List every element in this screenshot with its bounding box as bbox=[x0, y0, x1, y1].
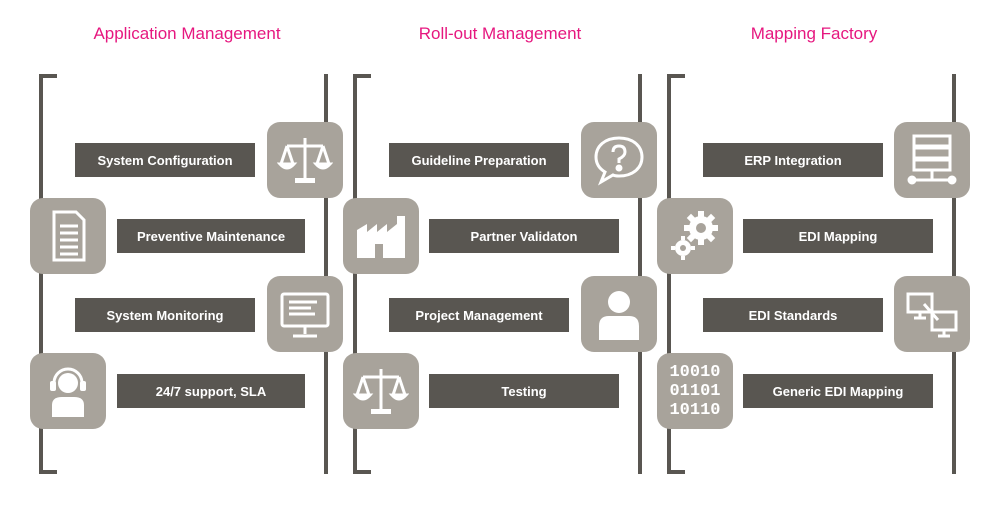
networked-computers-icon bbox=[894, 276, 970, 352]
scales-icon bbox=[267, 122, 343, 198]
item-bar-edi-standards: EDI Standards bbox=[703, 298, 883, 332]
item-bar-system-configuration: System Configuration bbox=[75, 143, 255, 177]
gears-icon bbox=[657, 198, 733, 274]
item-bar-247-support-sla: 24/7 support, SLA bbox=[117, 374, 305, 408]
item-bar-preventive-maintenance: Preventive Maintenance bbox=[117, 219, 305, 253]
scales-icon bbox=[343, 353, 419, 429]
column-title-application-management: Application Management bbox=[93, 24, 281, 43]
binary-line: 01101 bbox=[669, 381, 721, 401]
column-frame bbox=[353, 74, 642, 474]
column-frame bbox=[667, 74, 956, 474]
question-bubble-icon bbox=[581, 122, 657, 198]
person-icon bbox=[581, 276, 657, 352]
item-bar-system-monitoring: System Monitoring bbox=[75, 298, 255, 332]
binary-line: 10110 bbox=[669, 400, 721, 420]
server-icon bbox=[894, 122, 970, 198]
item-bar-partner-validaton: Partner Validaton bbox=[429, 219, 619, 253]
binary-code-icon: 10010 01101 10110 bbox=[657, 353, 733, 429]
item-bar-project-management: Project Management bbox=[389, 298, 569, 332]
item-bar-erp-integration: ERP Integration bbox=[703, 143, 883, 177]
item-bar-generic-edi-mapping: Generic EDI Mapping bbox=[743, 374, 933, 408]
factory-icon bbox=[343, 198, 419, 274]
column-frame bbox=[39, 74, 328, 474]
column-title-mapping-factory: Mapping Factory bbox=[750, 24, 878, 43]
monitor-icon bbox=[267, 276, 343, 352]
item-bar-guideline-preparation: Guideline Preparation bbox=[389, 143, 569, 177]
item-bar-edi-mapping: EDI Mapping bbox=[743, 219, 933, 253]
document-list-icon bbox=[30, 198, 106, 274]
column-title-rollout-management: Roll-out Management bbox=[418, 24, 582, 43]
support-headset-icon bbox=[30, 353, 106, 429]
item-bar-testing: Testing bbox=[429, 374, 619, 408]
binary-line: 10010 bbox=[669, 362, 721, 382]
